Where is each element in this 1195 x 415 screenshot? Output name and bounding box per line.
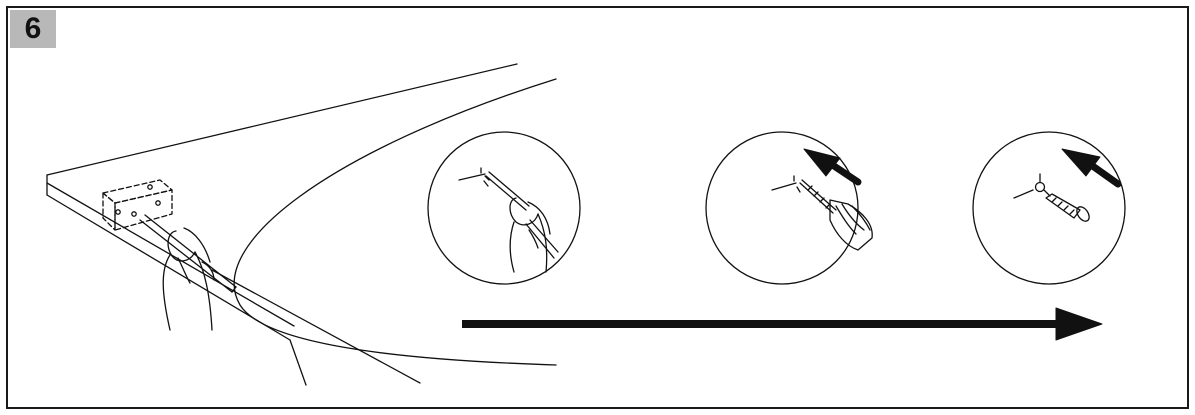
bracket-holes — [116, 185, 160, 216]
worktop-panel — [47, 64, 517, 385]
hand-with-pencil-icon — [140, 215, 236, 330]
sequence-progress-arrow — [462, 308, 1102, 340]
step-drill-hole-icon — [706, 132, 872, 284]
step-insert-wall-plug-icon — [973, 132, 1125, 284]
mounting-bracket — [103, 180, 172, 230]
step-mark-with-pencil-icon — [428, 132, 580, 284]
